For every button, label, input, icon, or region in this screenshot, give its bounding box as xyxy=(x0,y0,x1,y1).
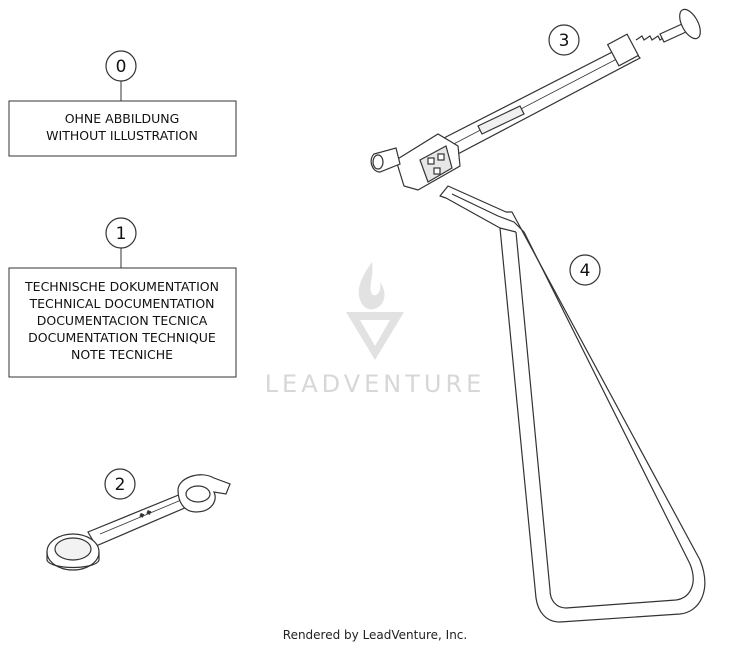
box1-line3: DOCUMENTACION TECNICA xyxy=(37,313,208,328)
wrench-part: ◆ ◆ xyxy=(46,474,231,571)
box1-line1: TECHNISCHE DOKUMENTATION xyxy=(24,279,219,294)
watermark-flame-icon xyxy=(358,262,385,310)
box1-line4: DOCUMENTATION TECHNIQUE xyxy=(28,330,216,345)
footer-credit: Rendered by LeadVenture, Inc. xyxy=(282,628,468,642)
callout-4: 4 xyxy=(569,254,601,286)
box1-line2: TECHNICAL DOCUMENTATION xyxy=(28,296,214,311)
callout-0: 0 xyxy=(105,50,137,101)
watermark-text: LEADVENTURE xyxy=(265,370,486,398)
callout-4-label: 4 xyxy=(580,261,591,281)
callout-3-label: 3 xyxy=(559,31,570,51)
callout-1: 1 xyxy=(105,217,137,268)
side-stand-part xyxy=(439,185,706,623)
callout-2: 2 xyxy=(104,468,136,500)
box0-line2: WITHOUT ILLUSTRATION xyxy=(46,128,198,143)
callout-1-label: 1 xyxy=(116,224,127,244)
callout-2-label: 2 xyxy=(115,475,126,495)
leadventure-watermark: LEADVENTURE xyxy=(265,262,486,398)
text-box-without-illustration: OHNE ABBILDUNG WITHOUT ILLUSTRATION xyxy=(8,100,237,157)
watermark-v-icon xyxy=(346,312,404,360)
callout-0-label: 0 xyxy=(116,57,127,77)
box0-line1: OHNE ABBILDUNG xyxy=(65,111,180,126)
gauge-tool-part xyxy=(370,8,701,191)
box1-line5: NOTE TECNICHE xyxy=(71,347,173,362)
text-box-technical-documentation: TECHNISCHE DOKUMENTATION TECHNICAL DOCUM… xyxy=(8,267,237,378)
callout-3: 3 xyxy=(548,24,580,56)
